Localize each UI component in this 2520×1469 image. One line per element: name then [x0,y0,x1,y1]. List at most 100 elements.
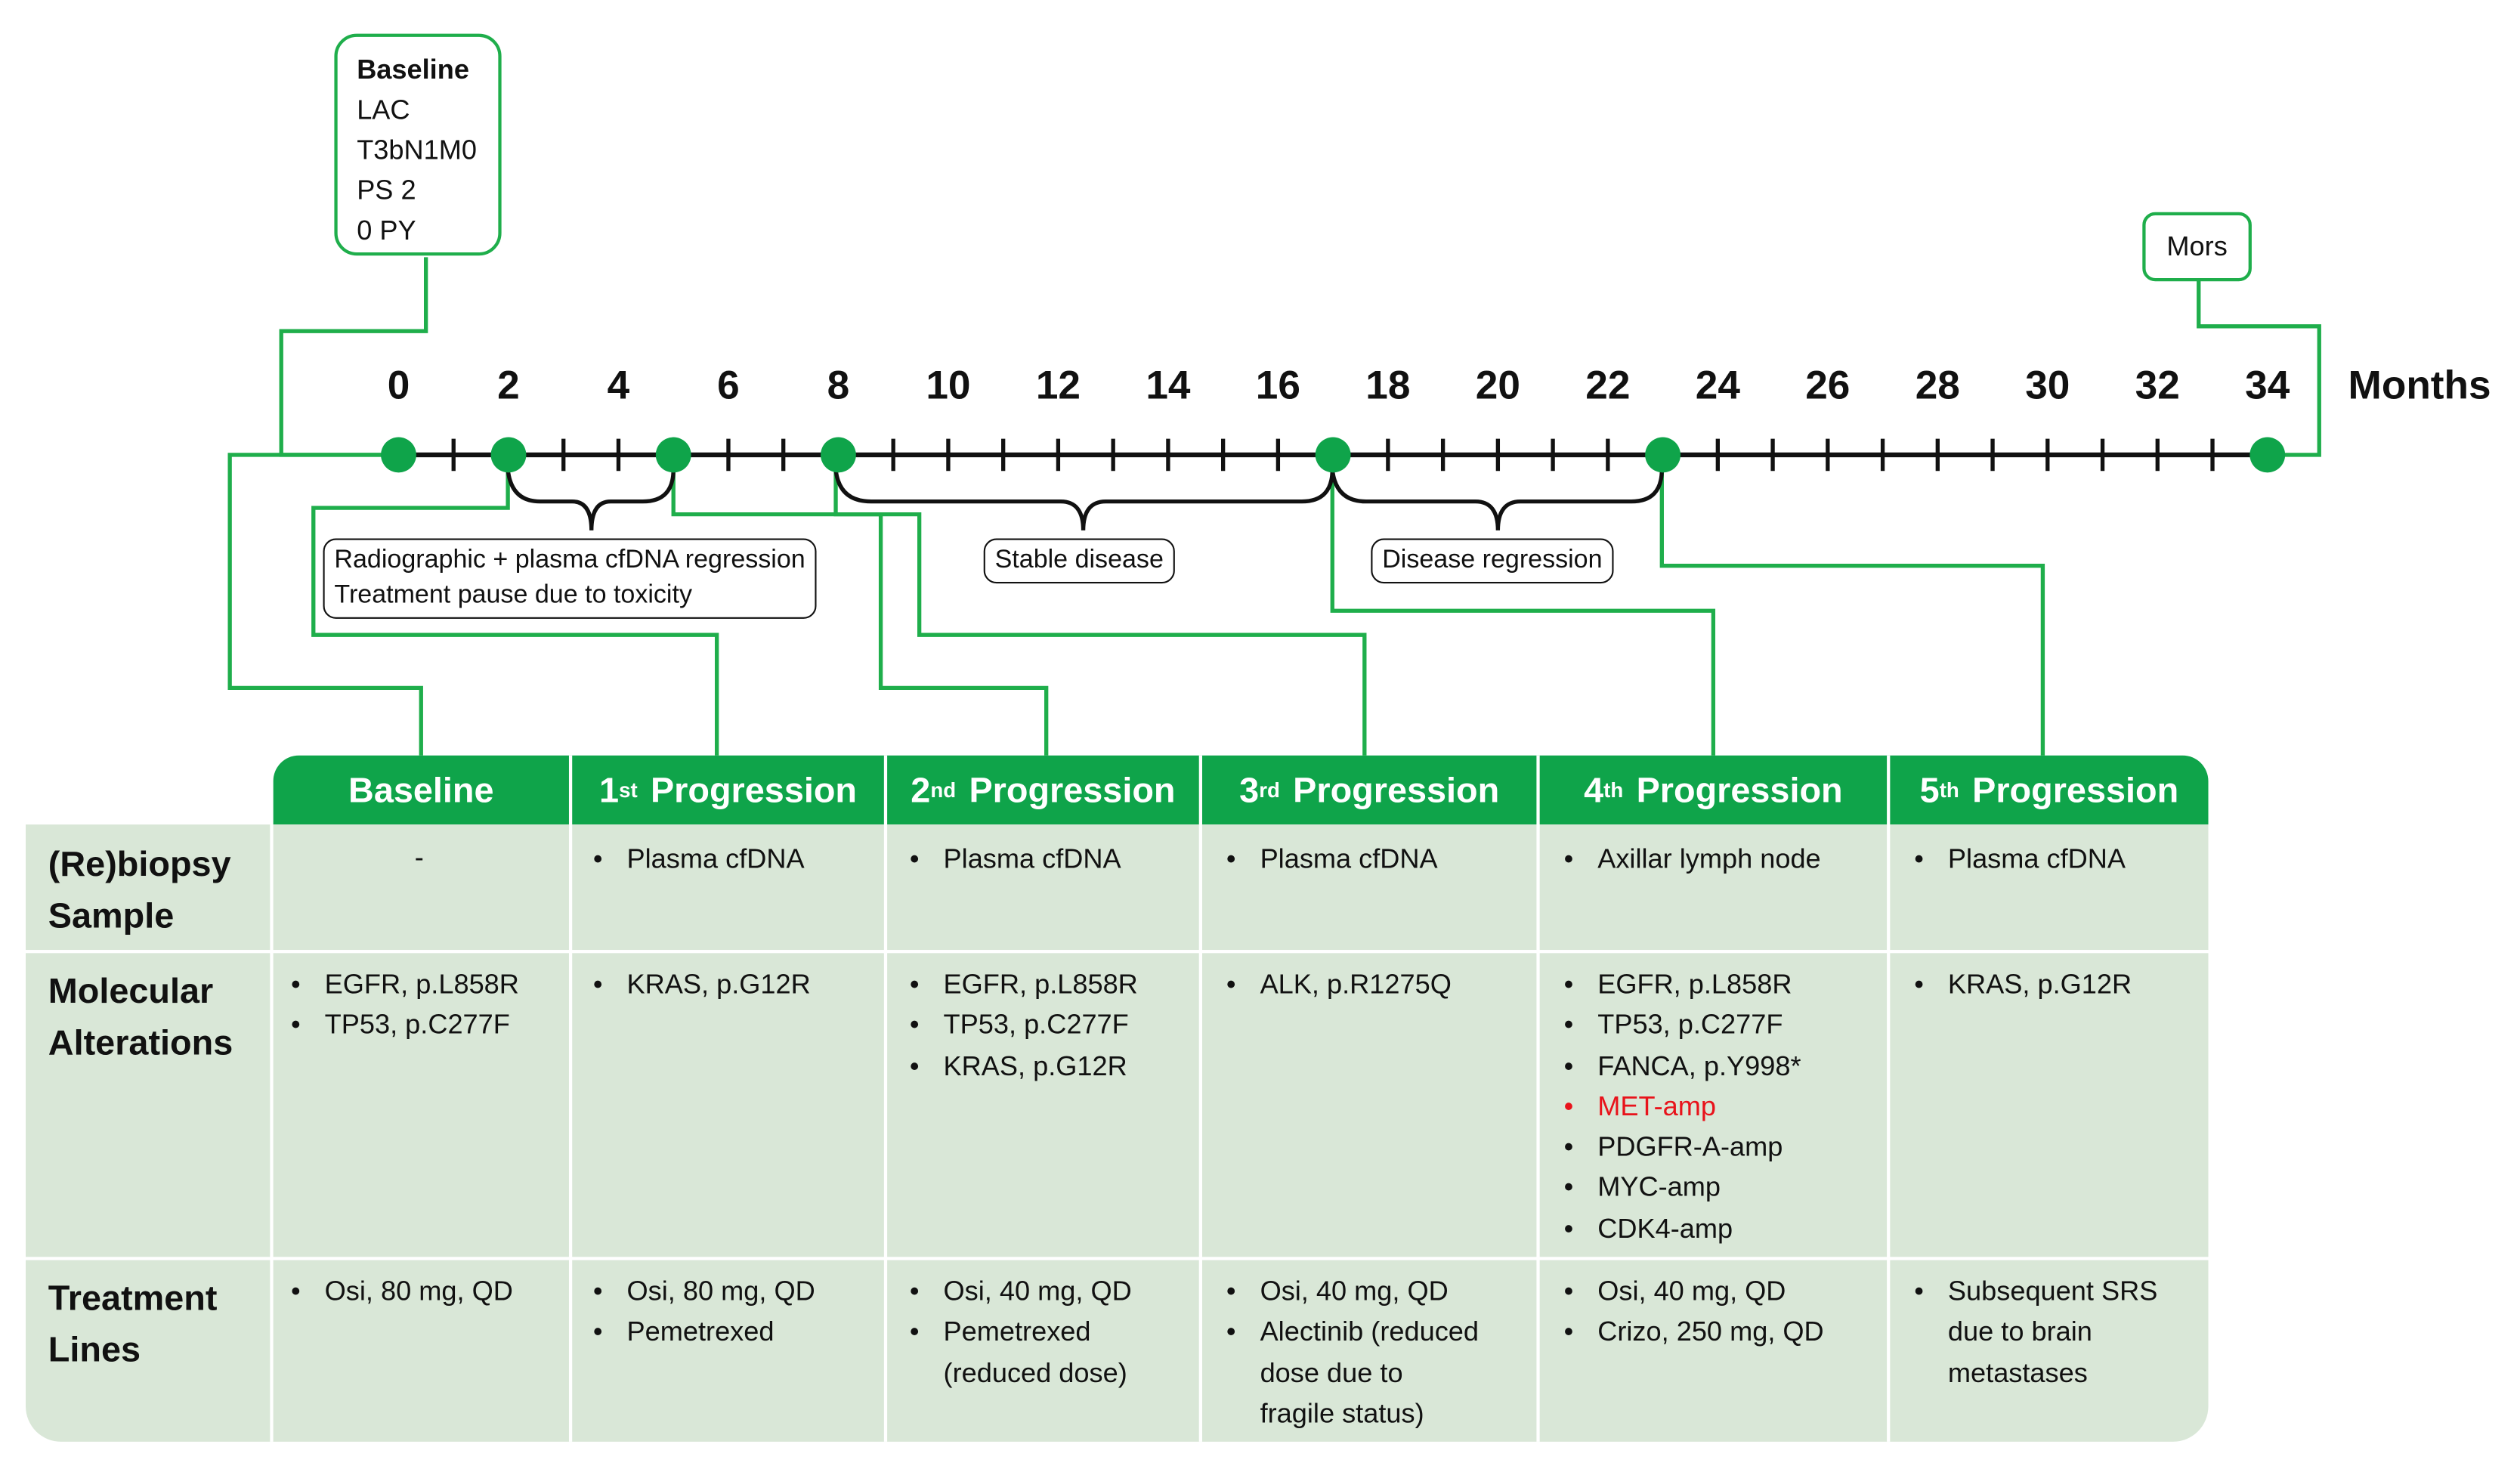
col-header-ordinal: 4 [1584,769,1604,809]
row-header-line: Molecular [48,970,214,1011]
axis-tick-label: 0 [387,363,410,409]
cell-item: Osi, 80 mg, QD [579,1271,815,1312]
row-header-line: Alterations [48,1022,233,1062]
connector-mors [2197,274,2321,457]
col-header-baseline: Baseline [274,756,569,824]
col-header-ordinal: 5 [1919,769,1940,809]
cell-item: ALK, p.R1275Q [1212,964,1452,1005]
cell-biopsy-col4: Axillar lymph node [1549,839,1821,880]
cell-molecular-col2: EGFR, p.L858RTP53, p.C277FKRAS, p.G12R [895,964,1138,1087]
phase-note-stable: Stable disease [983,538,1175,584]
column-divider [1887,755,1891,1442]
event-dot [1645,437,1681,473]
col-header-label: Progression [1636,769,1843,809]
axis-tick-label: 32 [2135,363,2180,409]
column-divider [883,755,888,1442]
row-header-line: Sample [48,895,175,936]
axis-tick-label: 4 [607,363,630,409]
cell-biopsy-col5: Plasma cfDNA [1900,839,2126,880]
cell-item: MET-amp [1549,1087,1801,1127]
mors-label: Mors [2166,230,2228,261]
baseline-pack-years: 0 PY [357,215,416,246]
col-header-ordinal: 1 [599,769,620,809]
event-dot [490,437,527,473]
col-header-ordinal: 2 [911,769,931,809]
cell-item: Plasma cfDNA [1212,839,1438,880]
event-dot [1315,437,1351,473]
axis-tick-label: 30 [2025,363,2070,409]
phase-note-disease-regression: Disease regression [1371,538,1614,584]
cell-biopsy-col1: Plasma cfDNA [579,839,805,880]
cell-biopsy-col2: Plasma cfDNA [895,839,1121,880]
cell-molecular-col0: EGFR, p.L858RTP53, p.C277F [277,964,519,1046]
cell-item: Alectinib (reduced [1212,1312,1479,1353]
cell-item: fragile status) [1260,1398,1424,1429]
column-divider [568,755,573,1442]
row-header-treatment: Treatment Lines [48,1273,218,1376]
col-header-ordinal: 3 [1239,769,1260,809]
cell-molecular-col5: KRAS, p.G12R [1900,964,2132,1005]
row-divider [26,950,2209,954]
event-dot [655,437,691,473]
row-header-molecular: Molecular Alterations [48,966,233,1069]
event-dots [381,437,2286,473]
cell-item: KRAS, p.G12R [579,964,811,1005]
col-header-label: Baseline [348,769,494,809]
cell-item: TP53, p.C277F [277,1005,519,1046]
event-dot [381,437,416,473]
axis-tick-label: 16 [1255,363,1300,409]
column-divider [1198,755,1202,1442]
row-header-line: Treatment [48,1277,218,1319]
axis-unit-label: Months [2348,363,2491,409]
axis-tick-label: 10 [926,363,971,409]
cell-item: due to brain [1947,1316,2092,1348]
column-divider [1536,755,1540,1442]
connector-col-baseline [227,453,423,756]
axis-tick-label: 18 [1365,363,1411,409]
axis-tick-label: 6 [717,363,740,409]
connector-baseline-box [279,257,428,457]
cell-item: EGFR, p.L858R [1549,964,1801,1005]
cell-treatment-col3: Osi, 40 mg, QDAlectinib (reduced dose due… [1212,1271,1479,1433]
baseline-histology: LAC [357,94,410,125]
cell-item: Osi, 80 mg, QD [277,1271,513,1312]
col-header-label: Progression [650,769,858,809]
cell-item: Osi, 40 mg, QD [1212,1271,1479,1312]
cell-molecular-col3: ALK, p.R1275Q [1212,964,1452,1005]
cell-item: Plasma cfDNA [895,839,1121,880]
axis-tick-label: 14 [1146,363,1191,409]
row-header-line: (Re)biopsy [48,843,231,884]
cell-item: metastases [1947,1357,2088,1388]
phase-note-line: Treatment pause due to toxicity [334,581,692,610]
brace-phase-2 [833,469,1334,530]
connector-col-1st [311,454,719,756]
cell-treatment-col4: Osi, 40 mg, QDCrizo, 250 mg, QD [1549,1271,1824,1353]
cell-treatment-col1: Osi, 80 mg, QDPemetrexed [579,1271,815,1353]
cell-item: Subsequent SRS [1900,1271,2157,1312]
baseline-performance-status: PS 2 [357,175,416,206]
cell-item: EGFR, p.L858R [277,964,519,1005]
axis-tick-label: 22 [1585,363,1631,409]
brace-phase-3 [1330,469,1664,530]
connector-col-5th [1659,454,2045,756]
cell-item: Axillar lymph node [1549,839,1821,880]
axis-tick-label: 12 [1035,363,1081,409]
baseline-info-box: Baseline LAC T3bN1M0 PS 2 0 PY [334,33,502,256]
col-header-sup: rd [1259,778,1280,803]
phase-note-line: Radiographic + plasma cfDNA regression [334,546,805,574]
axis-tick-label: 28 [1915,363,1960,409]
cell-treatment-col5: Subsequent SRS due to brain metastases [1900,1271,2157,1393]
cell-molecular-col4: EGFR, p.L858RTP53, p.C277FFANCA, p.Y998*… [1549,964,1801,1249]
cell-biopsy-baseline: - [414,842,424,873]
event-dot [821,437,856,473]
cell-item: Pemetrexed [895,1312,1132,1353]
cell-item: dose due to [1260,1357,1403,1388]
cell-molecular-col1: KRAS, p.G12R [579,964,811,1005]
row-divider [26,1257,2209,1260]
col-header-sup: st [619,778,638,803]
